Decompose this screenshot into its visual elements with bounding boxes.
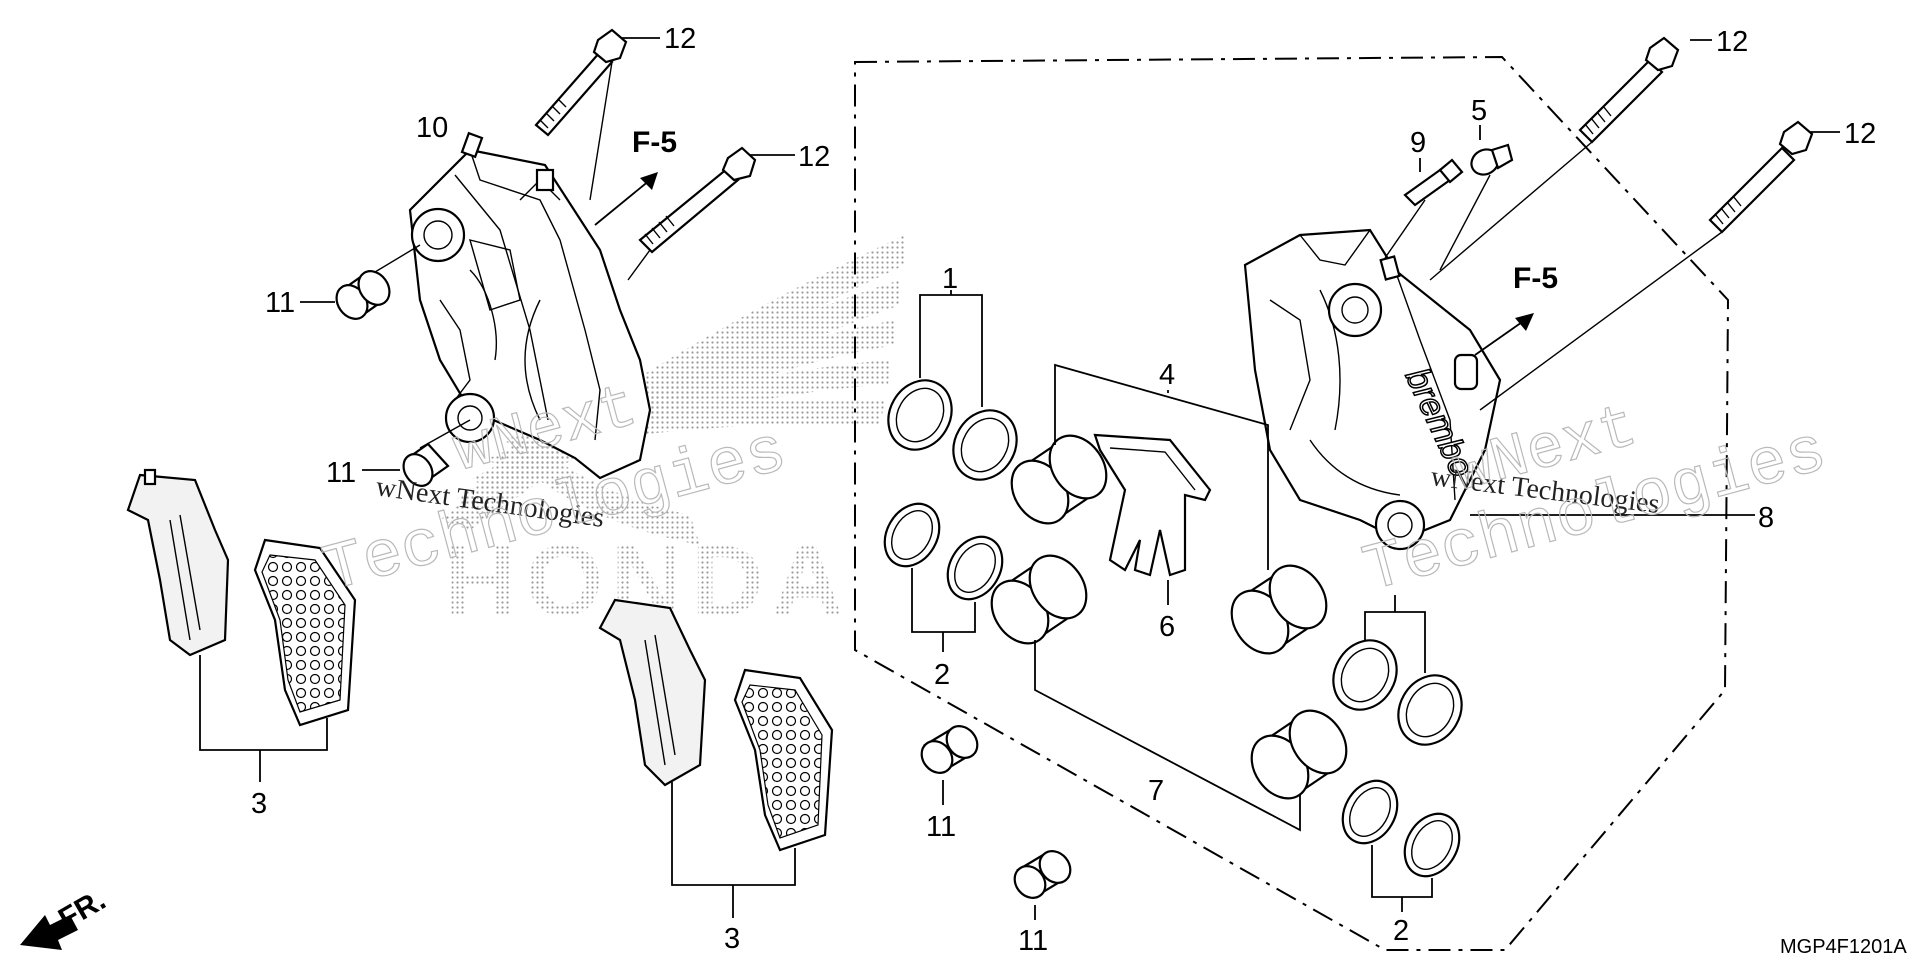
bleeder-cap-5[interactable] [1467,125,1514,179]
callout-3-right[interactable]: 3 [724,923,740,955]
callout-9[interactable]: 9 [1410,127,1426,159]
pad-set-right[interactable] [598,598,834,852]
pad-set-left[interactable] [126,468,357,727]
callout-12-mid-left[interactable]: 12 [798,141,830,173]
callout-2-left[interactable]: 2 [934,659,950,691]
callout-7[interactable]: 7 [1148,775,1164,807]
callout-11-bottom[interactable]: 11 [1018,925,1048,957]
bolt-12-mid-left[interactable] [638,146,795,254]
caliper-assembly-boundary [854,55,1730,951]
collar-11-bottom[interactable] [1008,845,1076,920]
piston-4-lower[interactable] [1220,555,1338,664]
bolt-12-top-right[interactable] [1578,36,1712,144]
callout-5[interactable]: 5 [1471,95,1487,127]
bleeder-valve-9[interactable] [1403,158,1464,207]
bolt-12-mid-right[interactable] [1708,120,1840,234]
callout-12-mid-right[interactable]: 12 [1844,118,1876,150]
bolt-12-top-left[interactable] [534,28,660,137]
callout-3-left[interactable]: 3 [251,788,267,820]
piston-7-upper[interactable] [980,545,1098,654]
front-direction-arrow[interactable] [20,915,78,950]
piston-seals-1[interactable] [876,290,1029,491]
pad-spring-6[interactable] [1093,433,1212,605]
callout-4[interactable]: 4 [1159,359,1175,391]
collar-11-mid[interactable] [915,720,983,805]
callout-10[interactable]: 10 [416,112,448,144]
callout-1[interactable]: 1 [942,263,958,295]
piston-seals-1-right[interactable] [1321,595,1474,756]
callout-8[interactable]: 8 [1758,502,1774,534]
callout-12-top-right[interactable]: 12 [1716,26,1748,58]
bracket-3-right [671,782,796,918]
callout-2-bottom[interactable]: 2 [1393,915,1409,947]
bracket-7 [1034,640,1301,832]
ref-f5-right[interactable]: F-5 [1513,262,1558,295]
bracket-3-left [199,655,328,782]
diagram-code: MGP4F1201A [1780,936,1907,958]
collar-11-lower-left[interactable] [362,442,450,491]
f5-arrow-left [594,172,658,226]
right-caliper-body[interactable]: brembo [1243,228,1502,551]
ref-f5-left[interactable]: F-5 [632,126,677,159]
dust-seals-2-lower[interactable] [1332,771,1470,912]
dust-seals-2-upper[interactable] [874,494,1013,652]
piston-4-upper[interactable] [1000,425,1118,534]
callout-11-upper-left[interactable]: 11 [265,287,295,319]
bracket-4 [1054,363,1269,570]
callout-11-mid[interactable]: 11 [926,811,956,843]
callout-11-lower-left[interactable]: 11 [326,457,356,489]
leader-lines [369,61,1755,516]
collar-11-upper-left[interactable] [300,265,396,325]
callout-6[interactable]: 6 [1159,611,1175,643]
piston-7-lower[interactable] [1240,700,1358,809]
left-caliper-body[interactable] [408,131,652,480]
f5-arrow-right [1474,313,1534,356]
callout-12-top-left[interactable]: 12 [664,23,696,55]
